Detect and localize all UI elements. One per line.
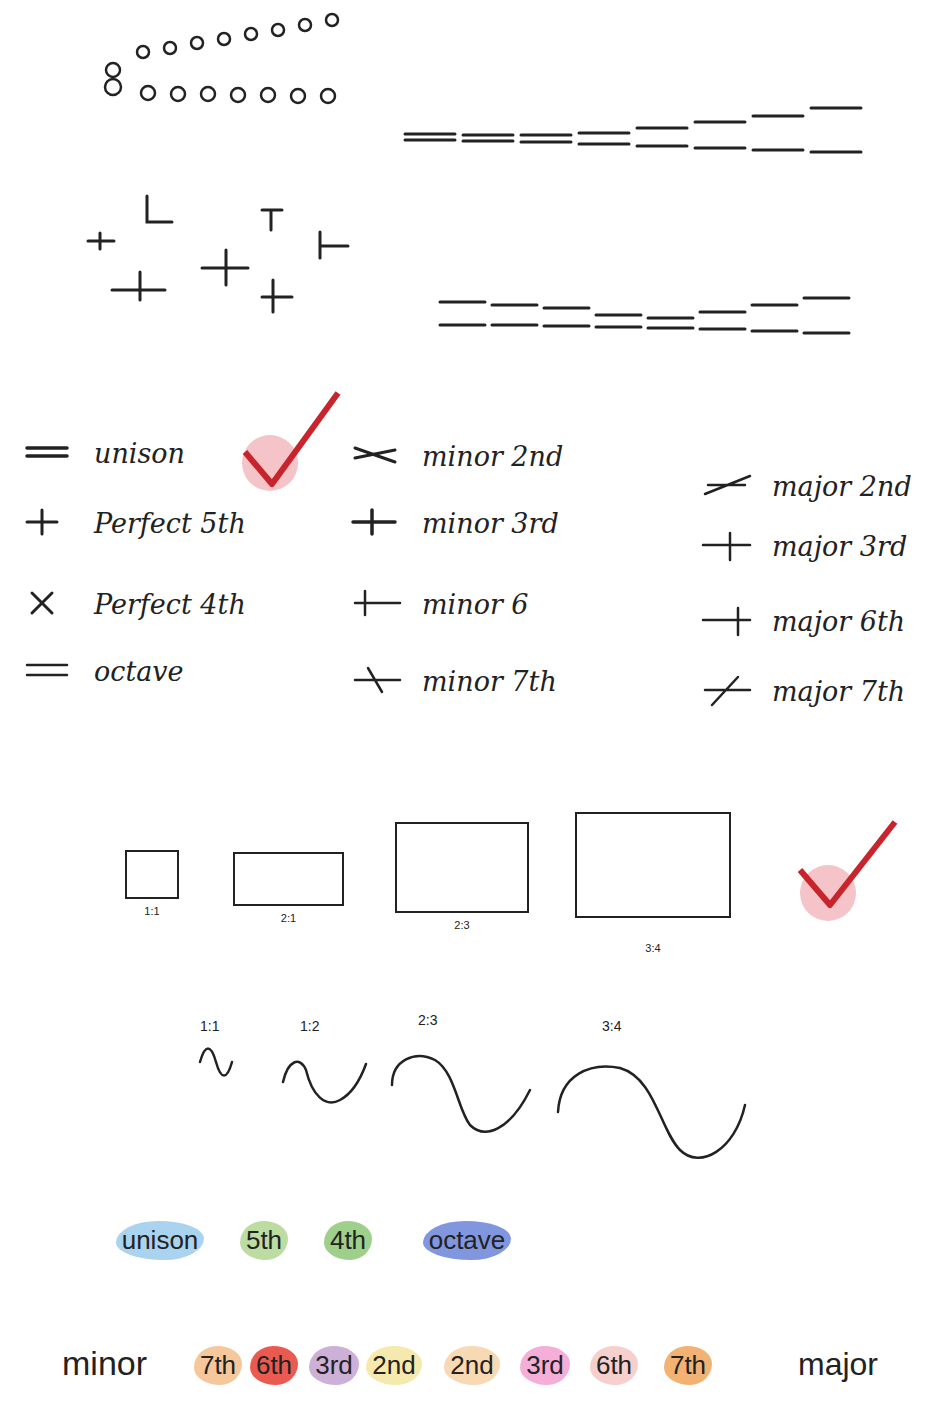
ratio-label: 2:1 bbox=[233, 912, 344, 924]
interval-symbol bbox=[700, 675, 760, 707]
ratio-rectangle: 1:1 bbox=[125, 850, 179, 917]
legend-item: octave bbox=[22, 655, 184, 687]
interval-name: 3rd bbox=[315, 1350, 353, 1380]
interval-name: 2nd bbox=[450, 1350, 493, 1380]
legend-text: Perfect 5th bbox=[94, 508, 246, 539]
check-mark bbox=[242, 393, 338, 491]
interval-name: 6th bbox=[596, 1350, 632, 1380]
legend-text: minor 7th bbox=[422, 666, 557, 697]
color-blob: 5th bbox=[240, 1221, 288, 1260]
ratio-label: 1:1 bbox=[125, 905, 179, 917]
check-mark bbox=[800, 822, 895, 921]
interval-name: 2nd bbox=[372, 1350, 415, 1380]
interval-name: 6th bbox=[256, 1350, 292, 1380]
interval-name: 4th bbox=[330, 1225, 366, 1255]
legend-item: minor 2nd bbox=[350, 440, 563, 472]
cross-marks bbox=[88, 196, 348, 312]
legend-text: major 6th bbox=[772, 606, 905, 637]
interval-name: unison bbox=[122, 1225, 199, 1255]
ratio-label: 3:4 bbox=[602, 1018, 621, 1034]
interval-symbol bbox=[700, 470, 760, 502]
legend-text: major 2nd bbox=[772, 471, 912, 502]
legend-item: minor 3rd bbox=[350, 507, 559, 539]
wave-curves bbox=[200, 1049, 745, 1158]
rectangle-outline bbox=[395, 822, 529, 913]
legend-text: minor 3rd bbox=[422, 508, 559, 539]
ratio-rectangle: 2:1 bbox=[233, 852, 344, 924]
circle-rows bbox=[105, 14, 338, 103]
ratio-label: 3:4 bbox=[575, 942, 731, 954]
interval-name: octave bbox=[429, 1225, 506, 1255]
legend-text: minor 6 bbox=[422, 589, 529, 620]
ratio-rectangle: 3:4 bbox=[575, 812, 731, 954]
rectangle-outline bbox=[125, 850, 179, 899]
interval-name: 5th bbox=[246, 1225, 282, 1255]
color-blob: 2nd bbox=[444, 1346, 499, 1385]
legend-item: major 6th bbox=[700, 605, 905, 637]
legend-item: major 2nd bbox=[700, 470, 912, 502]
color-blob: 6th bbox=[250, 1346, 298, 1385]
legend-text: octave bbox=[94, 656, 184, 687]
rectangle-outline bbox=[233, 852, 344, 906]
interval-symbol bbox=[700, 605, 760, 637]
color-blob: 3rd bbox=[309, 1346, 359, 1385]
color-blob: 3rd bbox=[520, 1346, 570, 1385]
row-label: minor bbox=[62, 1344, 147, 1383]
ratio-label: 2:3 bbox=[395, 919, 529, 931]
interval-symbol bbox=[350, 507, 410, 539]
interval-symbol bbox=[22, 588, 82, 620]
legend-item: unison bbox=[22, 437, 185, 469]
dash-pairs bbox=[405, 108, 861, 333]
legend-item: Perfect 4th bbox=[22, 588, 246, 620]
color-blob: unison bbox=[116, 1221, 205, 1260]
legend-item: Perfect 5th bbox=[22, 507, 246, 539]
color-blob: 7th bbox=[194, 1346, 242, 1385]
interval-symbol bbox=[22, 655, 82, 687]
color-blob: 6th bbox=[590, 1346, 638, 1385]
interval-symbol bbox=[700, 530, 760, 562]
ratio-label: 2:3 bbox=[418, 1012, 437, 1028]
interval-symbol bbox=[22, 507, 82, 539]
interval-symbol bbox=[350, 665, 410, 697]
color-blob: 2nd bbox=[366, 1346, 421, 1385]
color-blob: 4th bbox=[324, 1221, 372, 1260]
legend-text: unison bbox=[94, 438, 185, 469]
rectangle-outline bbox=[575, 812, 731, 918]
legend-text: minor 2nd bbox=[422, 441, 563, 472]
legend-item: major 3rd bbox=[700, 530, 907, 562]
legend-item: major 7th bbox=[700, 675, 905, 707]
legend-item: minor 7th bbox=[350, 665, 557, 697]
interval-symbol bbox=[22, 437, 82, 469]
legend-text: major 7th bbox=[772, 676, 905, 707]
ratio-label: 1:2 bbox=[300, 1018, 319, 1034]
color-blob: 7th bbox=[664, 1346, 712, 1385]
legend-text: major 3rd bbox=[772, 531, 907, 562]
interval-name: 3rd bbox=[526, 1350, 564, 1380]
ratio-label: 1:1 bbox=[200, 1018, 219, 1034]
color-blob: octave bbox=[423, 1221, 512, 1260]
ratio-rectangle: 2:3 bbox=[395, 822, 529, 931]
interval-symbol bbox=[350, 440, 410, 472]
interval-name: 7th bbox=[670, 1350, 706, 1380]
interval-name: 7th bbox=[200, 1350, 236, 1380]
interval-symbol bbox=[350, 588, 410, 620]
row-label: major bbox=[798, 1346, 878, 1383]
legend-text: Perfect 4th bbox=[94, 589, 246, 620]
legend-item: minor 6 bbox=[350, 588, 529, 620]
